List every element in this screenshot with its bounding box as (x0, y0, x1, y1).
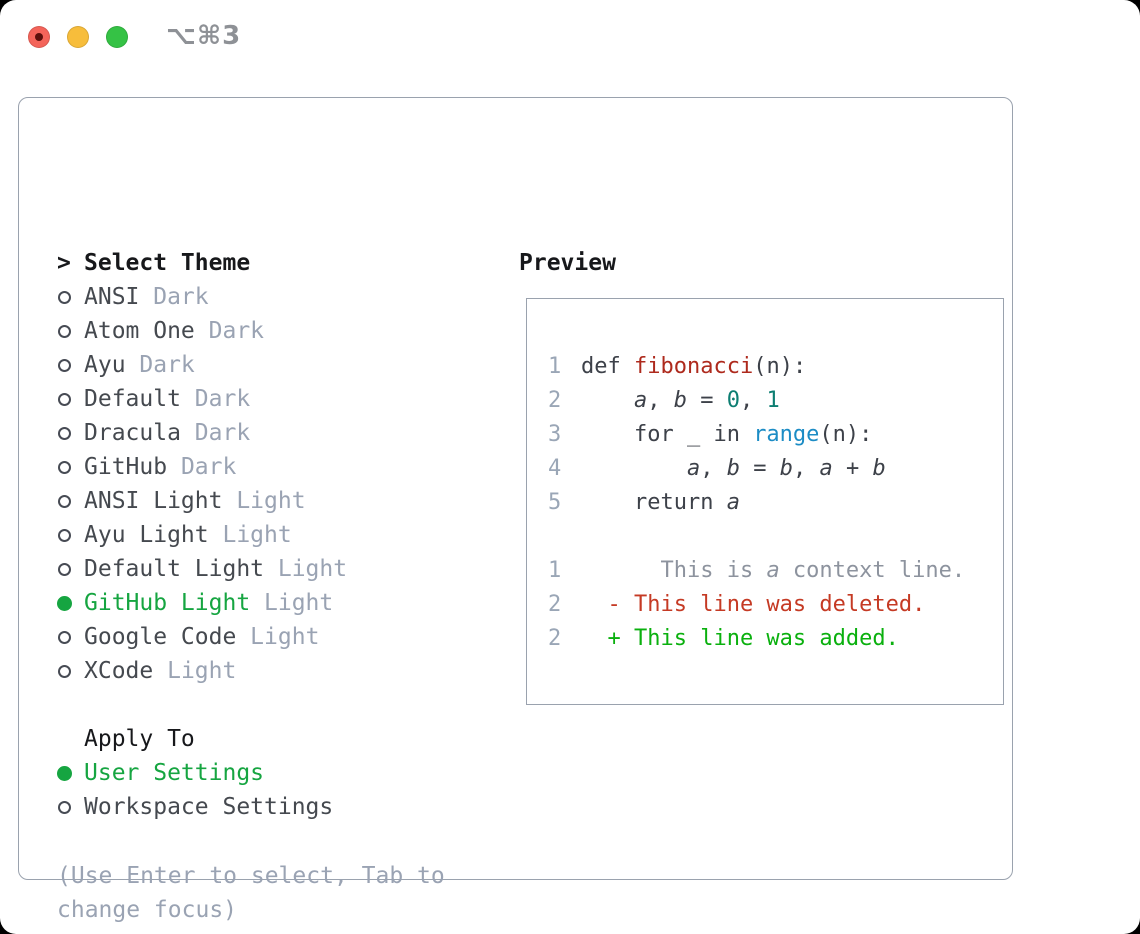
line-number: 1 (548, 353, 562, 379)
theme-option-dracula[interactable]: Dracula Dark (57, 416, 347, 450)
apply-option-workspace-settings[interactable]: Workspace Settings (57, 790, 333, 824)
line-number: 3 (548, 421, 562, 447)
help-text: (Use Enter to select, Tab to change focu… (57, 863, 445, 923)
preview-line: 2 a, b = 0, 1 (548, 387, 780, 413)
window-title: ⌥⌘3 (166, 21, 242, 51)
preview-line: 2 + This line was added. (548, 625, 899, 651)
theme-option-github[interactable]: GitHub Dark (57, 450, 347, 484)
minimize-button[interactable] (67, 26, 89, 48)
titlebar: ⌥⌘3 (0, 0, 1140, 75)
radio-icon (58, 324, 71, 338)
line-number: 1 (548, 557, 562, 583)
theme-option-label: Google Code Light (84, 624, 320, 650)
theme-variant-tag: Light (264, 556, 348, 582)
theme-variant-tag: Light (222, 488, 306, 514)
theme-option-ansi[interactable]: ANSI Dark (57, 280, 347, 314)
preview-line: 5 return a (548, 489, 740, 515)
line-number: 4 (548, 455, 562, 481)
theme-variant-tag: Light (250, 590, 334, 616)
theme-option-label: Default Light Light (84, 556, 348, 582)
prompt-cursor-icon: > (57, 250, 71, 276)
theme-variant-tag: Dark (194, 318, 265, 344)
theme-option-xcode[interactable]: XCode Light (57, 654, 347, 688)
radio-selected-icon (57, 765, 72, 781)
line-number: 2 (548, 387, 562, 413)
theme-variant-tag: Light (208, 522, 292, 548)
theme-option-ayu-light[interactable]: Ayu Light Light (57, 518, 347, 552)
radio-selected-icon (57, 595, 72, 611)
radio-icon (58, 630, 71, 644)
line-number: 2 (548, 591, 562, 617)
theme-option-atom-one[interactable]: Atom One Dark (57, 314, 347, 348)
theme-option-label: Dracula Dark (84, 420, 251, 446)
preview-line: 3 for _ in range(n): (548, 421, 873, 447)
select-theme-title: Select Theme (84, 250, 251, 276)
theme-variant-tag: Light (153, 658, 237, 684)
preview-line: 4 a, b = b, a + b (548, 455, 886, 481)
theme-option-label: ANSI Dark (84, 284, 209, 310)
apply-to-title: Apply To (84, 726, 195, 752)
theme-option-label: GitHub Light Light (84, 590, 334, 616)
apply-option-label: User Settings (84, 760, 265, 786)
radio-icon (58, 358, 71, 372)
preview-line (548, 519, 995, 553)
radio-icon (58, 290, 71, 304)
theme-option-default-light[interactable]: Default Light Light (57, 552, 347, 586)
theme-option-label: Ayu Light Light (84, 522, 292, 548)
close-button[interactable] (28, 26, 50, 48)
theme-option-ayu[interactable]: Ayu Dark (57, 348, 347, 382)
radio-icon (58, 392, 71, 406)
theme-option-google-code[interactable]: Google Code Light (57, 620, 347, 654)
radio-icon (58, 664, 71, 678)
radio-icon (58, 800, 71, 814)
theme-option-label: Default Dark (84, 386, 251, 412)
radio-icon (58, 426, 71, 440)
preview-line: 2 - This line was deleted. (548, 591, 926, 617)
theme-option-default[interactable]: Default Dark (57, 382, 347, 416)
theme-option-label: GitHub Dark (84, 454, 237, 480)
theme-variant-tag: Dark (180, 420, 251, 446)
traffic-lights (28, 26, 128, 48)
radio-icon (58, 494, 71, 508)
line-number: 5 (548, 489, 562, 515)
preview-line: 1 This is a context line. (548, 557, 966, 583)
zoom-button[interactable] (106, 26, 128, 48)
apply-option-user-settings[interactable]: User Settings (57, 756, 333, 790)
theme-option-label: Atom One Dark (84, 318, 265, 344)
radio-icon (58, 460, 71, 474)
apply-option-label: Workspace Settings (84, 794, 334, 820)
theme-option-label: ANSI Light Light (84, 488, 306, 514)
apply-to-header: Apply To (57, 722, 333, 756)
theme-variant-tag: Dark (180, 386, 251, 412)
theme-variant-tag: Dark (125, 352, 195, 378)
theme-option-label: Ayu Dark (84, 352, 195, 378)
radio-icon (58, 528, 71, 542)
theme-option-github-light[interactable]: GitHub Light Light (57, 586, 347, 620)
select-theme-header: > Select Theme (57, 246, 347, 280)
theme-variant-tag: Light (236, 624, 320, 650)
theme-option-label: XCode Light (84, 658, 237, 684)
theme-variant-tag: Dark (167, 454, 237, 480)
radio-icon (58, 562, 71, 576)
preview-title: Preview (519, 250, 616, 276)
theme-variant-tag: Dark (139, 284, 209, 310)
theme-option-ansi-light[interactable]: ANSI Light Light (57, 484, 347, 518)
line-number: 2 (548, 625, 562, 651)
